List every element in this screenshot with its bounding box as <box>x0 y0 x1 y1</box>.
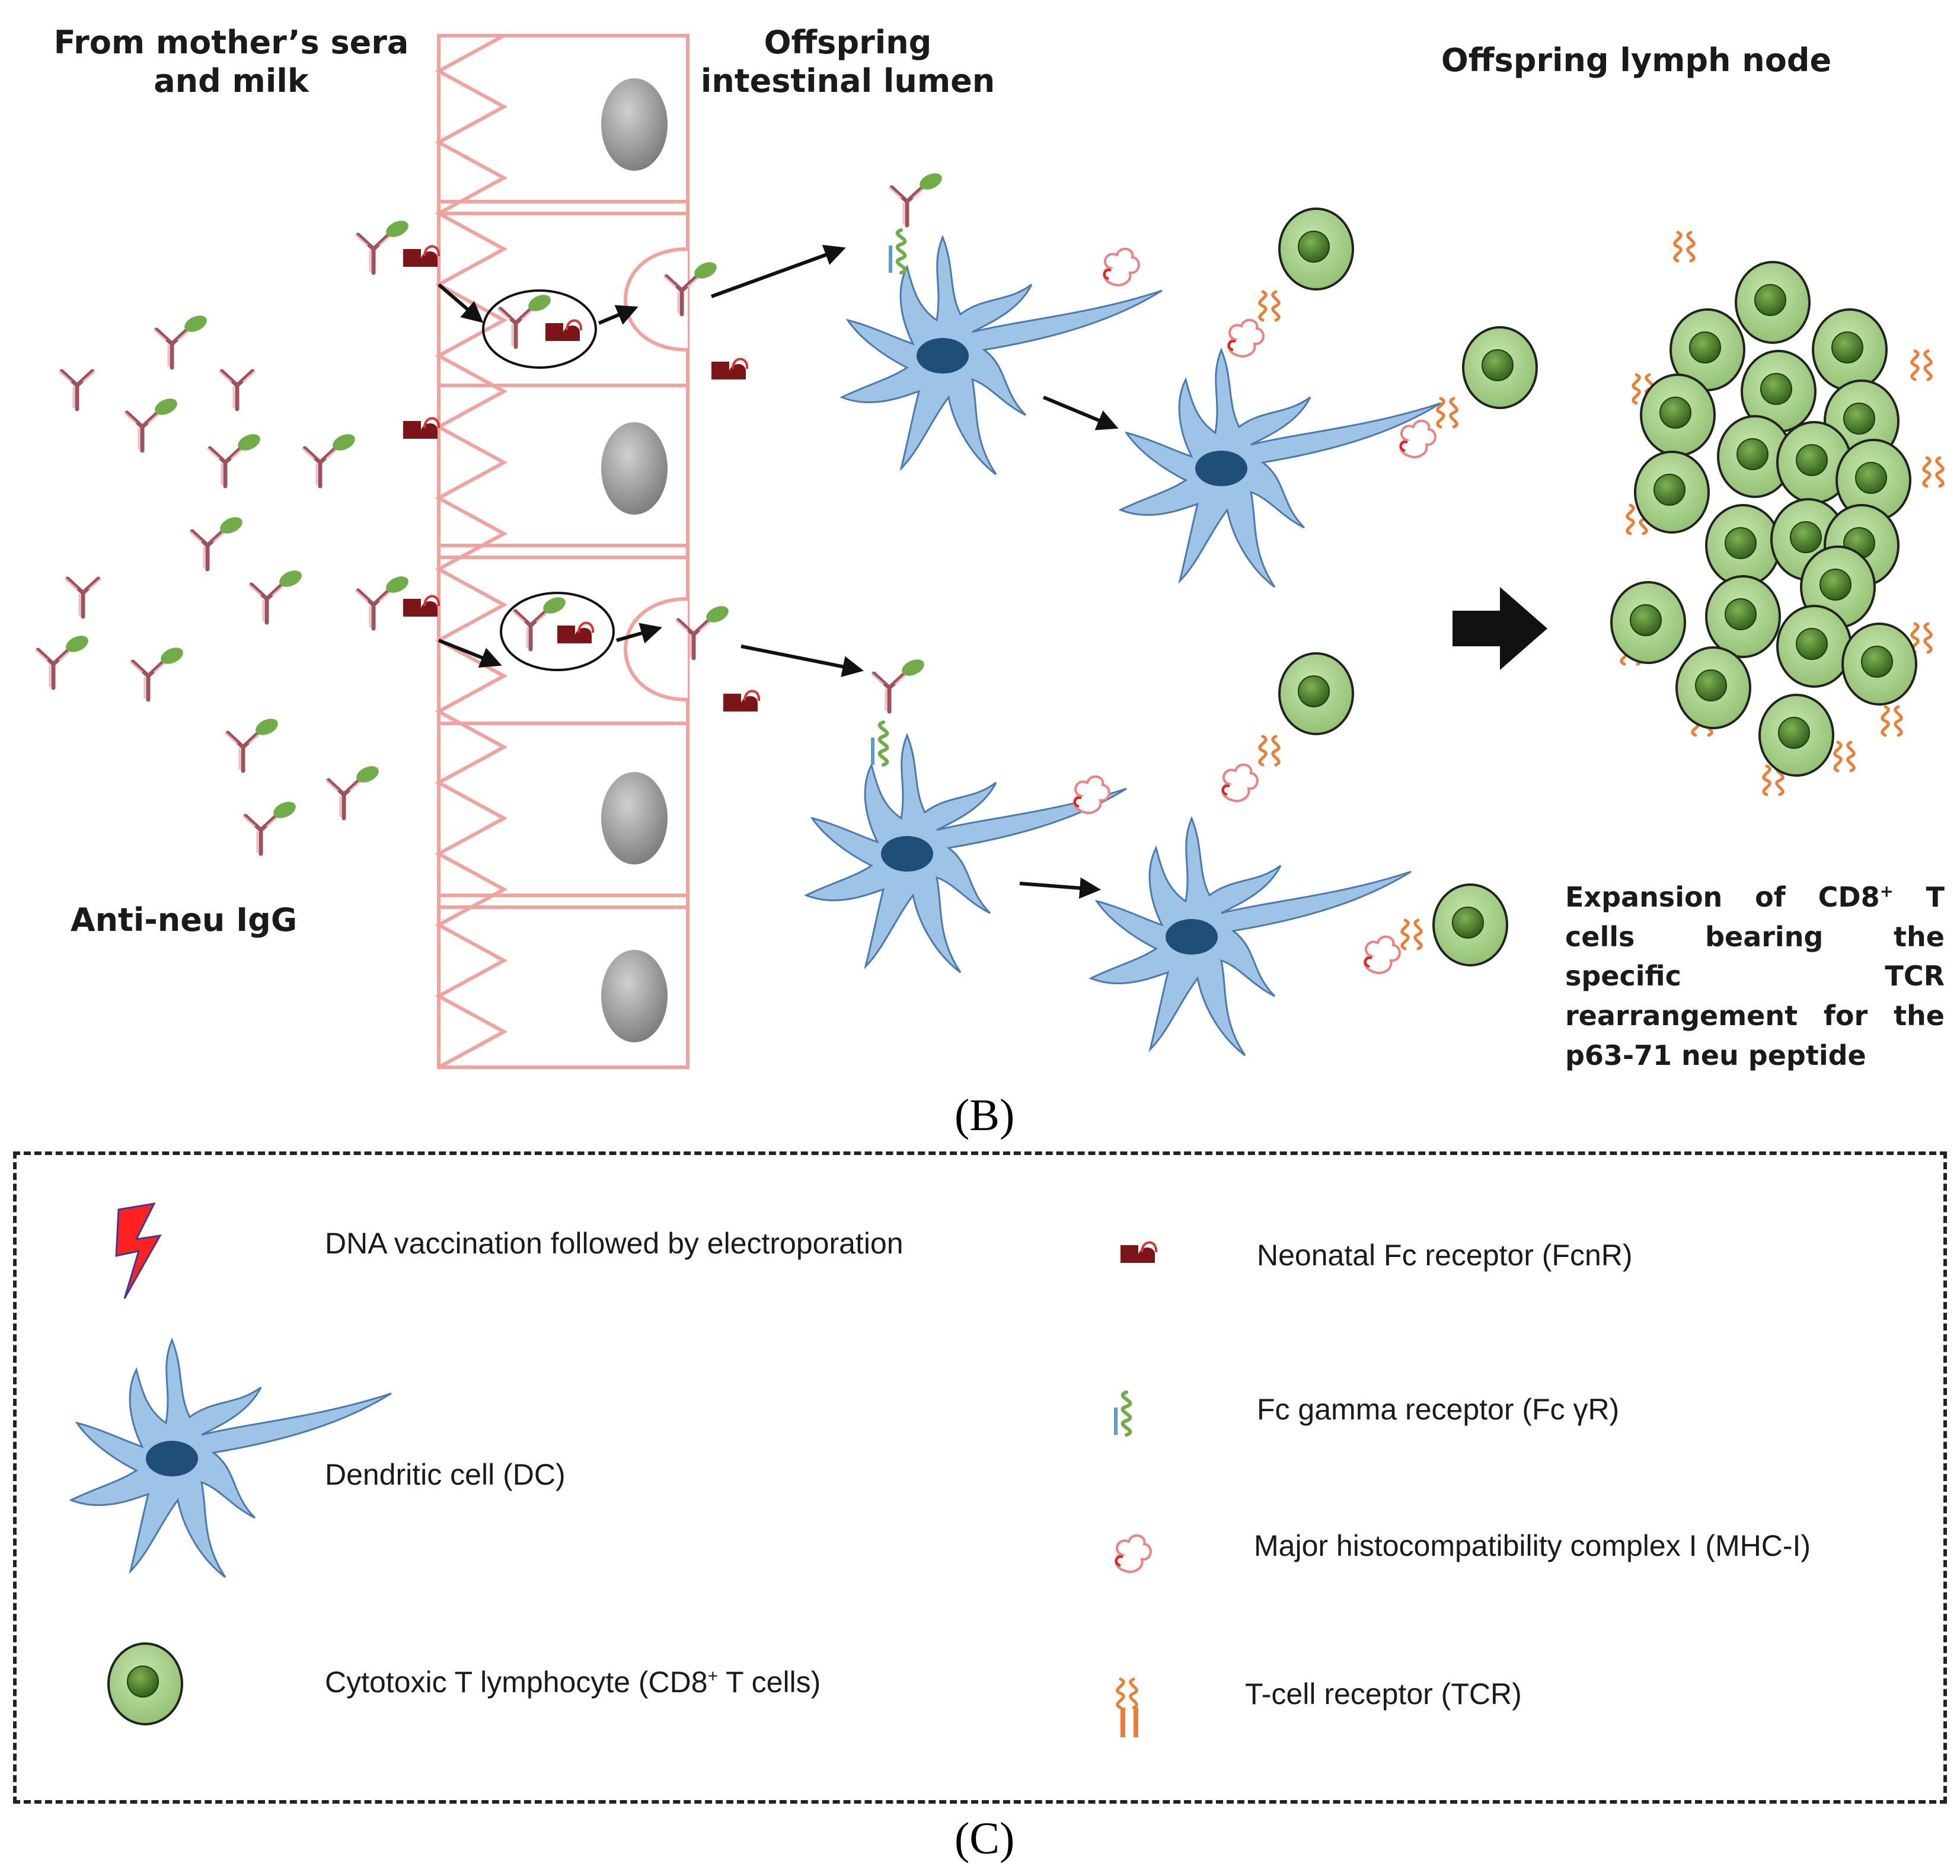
legend-label-tcr: T-cell receptor (TCR) <box>1245 1677 1522 1711</box>
expansion-description: Expansion of CD8+ T cells bearing the sp… <box>1565 881 1945 1071</box>
transcytosis-pocket <box>624 597 688 701</box>
anti-neu-igg-cluster <box>36 312 381 854</box>
t-cell-icon <box>1432 883 1508 966</box>
legend-label-fcnr: Neonatal Fc receptor (FcnR) <box>1257 1239 1633 1272</box>
antibody-icon <box>225 716 280 771</box>
fcnr-receptor-icon <box>402 245 440 268</box>
fcnr-receptor-icon <box>402 417 440 440</box>
antibody-icon <box>356 573 411 628</box>
epithelial-nucleus <box>601 772 668 864</box>
legend-label-dendritic-cell: Dendritic cell (DC) <box>325 1458 566 1491</box>
legend-box <box>13 1151 1947 1804</box>
antibody-icon <box>326 763 381 818</box>
dendritic-cell-icon <box>1090 817 1412 1057</box>
transcytosis-pocket <box>624 247 688 352</box>
epithelium-outline <box>437 34 689 1069</box>
expansion-arrow <box>1453 587 1547 670</box>
intestinal-lumen-heading: Offspring intestinal lumen <box>700 24 995 100</box>
antibody-icon <box>249 567 304 623</box>
antibody-icon <box>208 431 263 486</box>
intestinal-epithelium <box>435 34 689 1069</box>
lymph-node-heading: Offspring lymph node <box>1441 42 1832 79</box>
antibody-icon <box>219 371 255 409</box>
fcnr-receptor-icon <box>402 595 440 618</box>
panel-label-b: (B) <box>955 1090 1015 1140</box>
lymph-node-tcell-cluster <box>1610 232 1943 795</box>
flow-arrows <box>438 244 1119 899</box>
antibody-icon <box>59 371 95 409</box>
legend-label-dna-vaccination: DNA vaccination followed by electroporat… <box>325 1227 904 1260</box>
antibody-icon <box>154 312 209 368</box>
epithelial-nucleus <box>601 78 668 171</box>
t-cell-icon <box>1278 652 1354 735</box>
antibody-icon <box>302 431 357 486</box>
antibody-icon <box>125 395 180 451</box>
antibody-icon <box>356 218 411 273</box>
epithelial-nucleus <box>601 422 668 515</box>
antibody-icon <box>65 579 101 617</box>
transport-vesicle <box>482 289 597 369</box>
dendritic-cell-icon <box>805 734 1128 974</box>
transport-vesicle <box>500 592 615 671</box>
legend-label-fc-gamma: Fc gamma receptor (Fc γR) <box>1257 1393 1620 1426</box>
t-cell-icon <box>1278 208 1354 291</box>
panel-label-c: (C) <box>955 1814 1015 1864</box>
anti-neu-igg-label: Anti-neu IgG <box>70 901 298 939</box>
villi-membrane <box>435 34 508 1069</box>
antibody-icon <box>36 633 91 688</box>
legend-label-mhc-i: Major histocompatibility complex I (MHC-… <box>1254 1529 1811 1562</box>
epithelial-nucleus <box>601 950 668 1042</box>
antibody-icon <box>130 645 186 700</box>
antibody-icon <box>190 514 245 569</box>
antibody-icon <box>243 799 298 854</box>
mother-source-heading: From mother’s sera and milk <box>53 24 409 100</box>
legend-label-cytotoxic-t: Cytotoxic T lymphocyte (CD8+ T cells) <box>325 1666 821 1699</box>
dendritic-cell-icon <box>1119 349 1442 588</box>
t-cell-icon <box>1462 326 1538 409</box>
